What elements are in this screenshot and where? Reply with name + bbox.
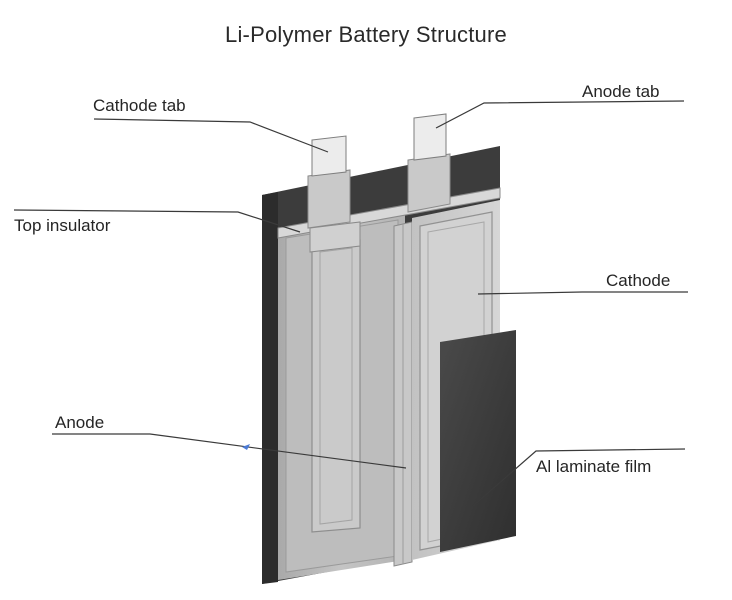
label-cathode: Cathode — [606, 271, 671, 290]
leader-anode — [52, 433, 407, 469]
leader-cathode-tab — [93, 118, 329, 153]
blue-mark — [242, 444, 250, 450]
cathode-tab-shape — [307, 135, 351, 229]
label-al-laminate-film: Al laminate film — [536, 457, 652, 476]
leader-cathode — [477, 291, 688, 295]
leader-al-film — [472, 448, 686, 507]
label-anode-tab: Anode tab — [582, 82, 660, 101]
label-anode: Anode — [55, 413, 105, 432]
leader-lines — [13, 100, 688, 507]
leader-anode-tab — [435, 100, 685, 129]
diagram-title: Li-Polymer Battery Structure — [225, 22, 507, 47]
label-cathode-tab: Cathode tab — [93, 96, 186, 115]
al-laminate-panel — [440, 330, 516, 552]
cell-stack — [278, 208, 413, 580]
anode-tab-shape — [407, 113, 451, 213]
label-top-insulator: Top insulator — [14, 216, 111, 235]
leader-top-insulator — [13, 209, 301, 233]
anode-sheet — [311, 239, 361, 533]
